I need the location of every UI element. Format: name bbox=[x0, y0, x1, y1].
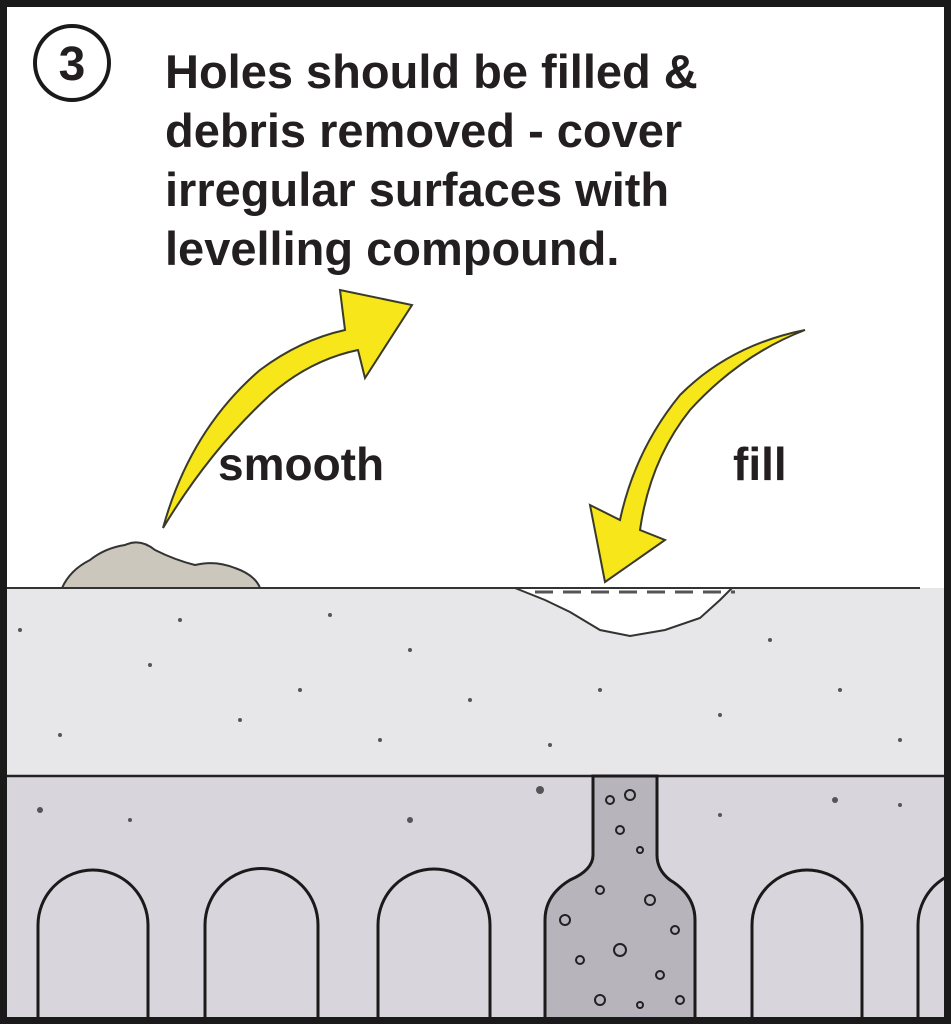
block-voids bbox=[36, 867, 951, 1024]
title-line-3: irregular surfaces with bbox=[165, 163, 669, 216]
screed-layer bbox=[0, 588, 951, 776]
step-number-circle bbox=[33, 24, 111, 102]
block-floor bbox=[0, 776, 951, 1024]
fill-label: fill bbox=[733, 438, 787, 490]
smooth-arrow-icon bbox=[162, 288, 414, 529]
smooth-label: smooth bbox=[218, 438, 384, 490]
fill-arrow-icon bbox=[588, 329, 806, 584]
hole bbox=[514, 587, 735, 638]
title-line-1: Holes should be filled & bbox=[165, 45, 698, 98]
title-line-2: debris removed - cover bbox=[165, 104, 682, 157]
step-number: 3 bbox=[59, 38, 86, 91]
debris-mound bbox=[60, 541, 262, 589]
joint-aggregate bbox=[559, 789, 685, 1009]
aggregate-speckles bbox=[18, 613, 902, 823]
title-line-4: levelling compound. bbox=[165, 222, 619, 275]
